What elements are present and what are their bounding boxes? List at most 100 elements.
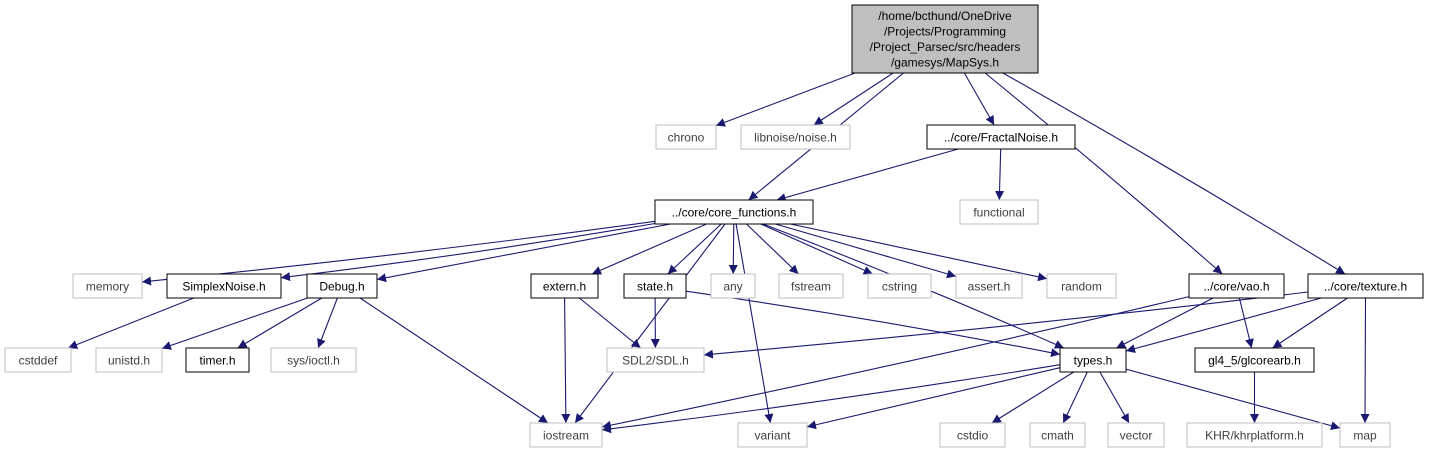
node-cmath: cmath <box>1029 422 1086 448</box>
edge-line <box>161 297 308 350</box>
node-libnoise: libnoise/noise.h <box>740 124 851 150</box>
edge-line <box>601 296 1190 430</box>
node-box <box>166 273 282 299</box>
node-label: SimplexNoise.h <box>182 279 265 293</box>
node-glcore[interactable]: gl4_5/glcorearb.h <box>1194 347 1315 373</box>
node-label: map <box>1353 428 1377 442</box>
node-map: map <box>1339 422 1391 448</box>
edge-corefn-to-state <box>667 223 722 275</box>
edge-extern-to-iostream <box>561 297 571 424</box>
edge-mapsys-to-chrono <box>715 72 856 127</box>
node-label: Debug.h <box>319 279 364 293</box>
node-label: memory <box>86 279 129 293</box>
node-sdl: SDL2/SDL.h <box>606 347 705 373</box>
node-label: /home/bcthund/OneDrive <box>878 9 1012 23</box>
node-box <box>1029 422 1086 448</box>
edge-types-to-map <box>1125 368 1341 431</box>
node-box <box>926 124 1076 150</box>
node-label: unistd.h <box>108 353 150 367</box>
edge-corefn-to-iostream <box>574 223 726 424</box>
node-timer[interactable]: timer.h <box>185 347 250 373</box>
edge-corefn-to-extern <box>591 223 707 275</box>
edge-line <box>806 367 1061 430</box>
edge-line <box>735 223 774 424</box>
node-simplex[interactable]: SimplexNoise.h <box>166 273 282 299</box>
node-vao[interactable]: ../core/vao.h <box>1188 273 1285 299</box>
node-debug[interactable]: Debug.h <box>306 273 378 299</box>
edge-line <box>67 297 195 349</box>
node-box <box>654 199 814 225</box>
edge-line <box>728 223 738 275</box>
edge-line <box>1238 297 1254 349</box>
node-types[interactable]: types.h <box>1059 347 1127 373</box>
edge-types-to-variant <box>806 367 1061 430</box>
node-box <box>185 347 250 373</box>
node-mapsys[interactable]: /home/bcthund/OneDrive/Projects/Programm… <box>851 4 1039 74</box>
edge-line <box>1125 297 1322 353</box>
node-box <box>606 347 705 373</box>
node-extern[interactable]: extern.h <box>530 273 599 299</box>
node-cstring: cstring <box>867 273 932 299</box>
node-box <box>710 273 756 299</box>
edge-line <box>991 371 1074 424</box>
edge-mapsys-to-fractal <box>963 72 995 126</box>
edge-debug-to-timer <box>237 297 323 349</box>
node-random: random <box>1046 273 1117 299</box>
node-box <box>1307 273 1424 299</box>
edge-corefn-to-cstring <box>760 223 873 275</box>
edge-line <box>591 223 707 275</box>
node-box <box>1046 273 1117 299</box>
edge-line <box>1272 297 1348 349</box>
node-label: /gamesys/MapSys.h <box>891 56 999 70</box>
node-label: extern.h <box>543 279 586 293</box>
node-state[interactable]: state.h <box>623 273 687 299</box>
node-label: functional <box>973 205 1024 219</box>
edge-mapsys-to-vao <box>984 72 1223 275</box>
edge-layer <box>67 72 1370 434</box>
node-box <box>959 199 1039 225</box>
edge-line <box>317 297 338 349</box>
edge-line <box>667 223 722 275</box>
node-label: iostream <box>543 428 589 442</box>
edge-debug-to-unistd <box>161 297 308 350</box>
edge-line <box>775 223 957 279</box>
edge-line <box>1116 297 1214 349</box>
edge-corefn-to-random <box>790 223 1048 282</box>
edge-texture-to-glcore <box>1272 297 1348 349</box>
edge-vao-to-glcore <box>1238 297 1254 349</box>
edge-mapsys-to-texture <box>1002 72 1346 275</box>
node-box <box>529 422 603 448</box>
node-label: ../core/texture.h <box>1324 279 1407 293</box>
node-label: chrono <box>668 130 705 144</box>
edge-line <box>995 148 1005 201</box>
node-label: libnoise/noise.h <box>754 130 837 144</box>
edge-line <box>746 223 799 275</box>
node-texture[interactable]: ../core/texture.h <box>1307 273 1424 299</box>
edge-line <box>1360 297 1370 424</box>
node-box <box>1339 422 1391 448</box>
node-box <box>72 273 143 299</box>
node-box <box>737 422 808 448</box>
node-box <box>270 347 357 373</box>
node-label: fstream <box>791 279 831 293</box>
node-label: types.h <box>1074 353 1113 367</box>
node-unistd: unistd.h <box>95 347 163 373</box>
edge-debug-to-iostream <box>359 297 549 424</box>
node-label: sys/ioctl.h <box>287 353 340 367</box>
node-label: timer.h <box>199 353 235 367</box>
node-box <box>867 273 932 299</box>
node-label: ../core/core_functions.h <box>672 205 797 219</box>
node-ioctl: sys/ioctl.h <box>270 347 357 373</box>
edge-line <box>703 291 1309 359</box>
node-box <box>851 4 1039 74</box>
edge-corefn-to-any <box>728 223 738 275</box>
edge-line <box>813 72 894 126</box>
node-label: any <box>723 279 742 293</box>
node-fractal[interactable]: ../core/FractalNoise.h <box>926 124 1076 150</box>
node-box <box>778 273 844 299</box>
edge-fractal-to-functional <box>995 148 1005 201</box>
node-memory: memory <box>72 273 143 299</box>
node-corefn[interactable]: ../core/core_functions.h <box>654 199 814 225</box>
edge-line <box>1125 368 1341 431</box>
